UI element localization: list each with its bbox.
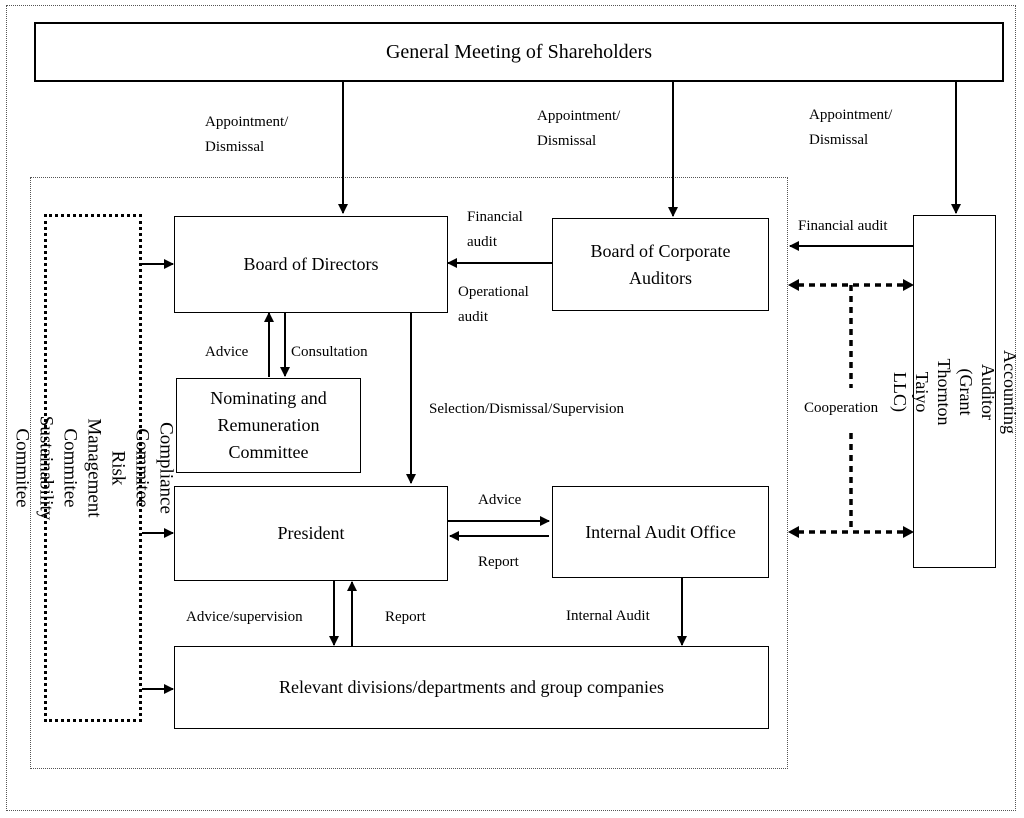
advice-supervision-label: Advice/supervision — [186, 609, 303, 625]
committees-label: Compliance Commitee Risk Management Comm… — [11, 415, 176, 521]
appointment-label: Appointment/ Dismissal — [537, 108, 621, 149]
financial-audit-external-label: Financial audit — [798, 218, 888, 234]
internal-audit-label: Internal Audit — [566, 608, 650, 624]
cooperation-arrowhead — [788, 526, 799, 538]
report-div-label: Report — [385, 609, 426, 625]
board-of-auditors-box: Board of Corporate Auditors — [552, 218, 769, 311]
nominating-committee-box: Nominating and Remuneration Committee — [176, 378, 361, 473]
general-meeting-box: General Meeting of Shareholders — [34, 22, 1004, 82]
advice-label: Advice — [205, 344, 249, 360]
board-of-auditors-label: Board of Corporate Auditors — [590, 240, 731, 288]
nominating-committee-label: Nominating and Remuneration Committee — [210, 388, 327, 462]
board-of-directors-box: Board of Directors — [174, 216, 448, 313]
outer-frame — [6, 5, 1016, 811]
internal-audit-office-box: Internal Audit Office — [552, 486, 769, 578]
selection-label: Selection/Dismissal/Supervision — [429, 401, 624, 417]
general-meeting-label: General Meeting of Shareholders — [385, 41, 652, 63]
relevant-divisions-box: Relevant divisions/departments and group… — [174, 646, 769, 729]
consultation-label: Consultation — [291, 344, 368, 360]
cooperation-label: Cooperation — [804, 400, 879, 416]
accounting-auditor-box: Accounting Auditor (Grant Thornton Taiyo… — [890, 215, 1020, 568]
board-of-directors-label: Board of Directors — [243, 254, 379, 274]
committees-box: Compliance Commitee Risk Management Comm… — [11, 214, 176, 722]
appointment-label: Appointment/ Dismissal — [809, 107, 893, 148]
accounting-auditor-label: Accounting Auditor (Grant Thornton Taiyo… — [889, 349, 1020, 434]
company-boundary — [30, 177, 788, 769]
cooperation-arrowhead — [788, 279, 799, 291]
president-box: President — [174, 486, 448, 581]
advice-ia-label: Advice — [478, 492, 522, 508]
financial-audit-label: Financial audit — [467, 209, 523, 250]
report-ia-label: Report — [478, 554, 519, 570]
internal-audit-office-label: Internal Audit Office — [585, 521, 736, 542]
cooperation-arrowhead — [903, 526, 914, 538]
president-label: President — [277, 523, 345, 543]
relevant-divisions-label: Relevant divisions/departments and group… — [279, 677, 664, 697]
cooperation-arrowhead — [903, 279, 914, 291]
operational-audit-label: Operational audit — [458, 284, 529, 325]
appointment-label: Appointment/ Dismissal — [205, 114, 289, 155]
